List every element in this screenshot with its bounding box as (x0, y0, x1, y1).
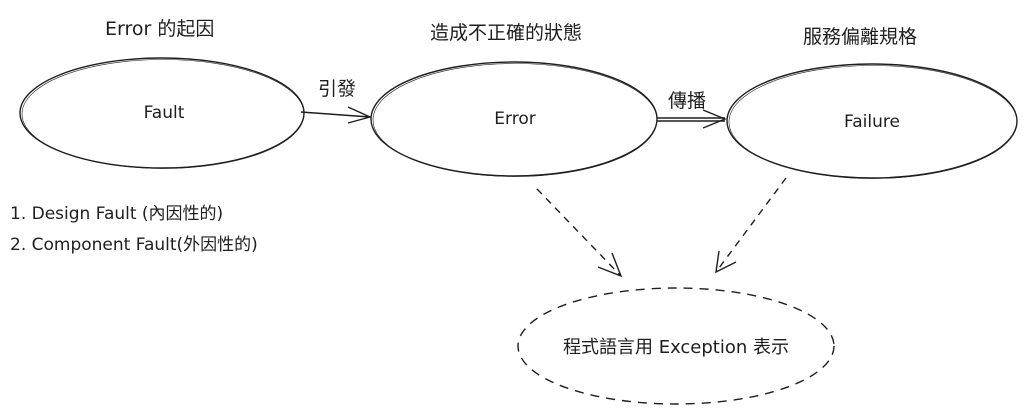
exception-label: 程式語言用 Exception 表示 (562, 337, 790, 358)
fault-caption: Error 的起因 (105, 18, 215, 40)
arrow-error-to-failure (657, 109, 727, 129)
failure-label: Failure (844, 112, 900, 132)
arrow-error-to-exception (536, 188, 621, 276)
error-caption: 造成不正確的狀態 (430, 22, 583, 44)
fault-type-item: 2. Component Fault(外因性的) (10, 235, 258, 255)
exception-ellipse[interactable] (517, 287, 835, 405)
failure-caption: 服務偏離規格 (803, 26, 918, 48)
arrow-fault-to-error (300, 106, 373, 124)
fault-type-item: 1. Design Fault (內因性的) (10, 204, 224, 224)
error-label: Error (494, 109, 536, 129)
edge-label-propagate: 傳播 (668, 90, 707, 112)
edge-label-trigger: 引發 (318, 78, 357, 100)
arrow-failure-to-exception (715, 177, 787, 273)
fault-label: Fault (143, 103, 185, 123)
